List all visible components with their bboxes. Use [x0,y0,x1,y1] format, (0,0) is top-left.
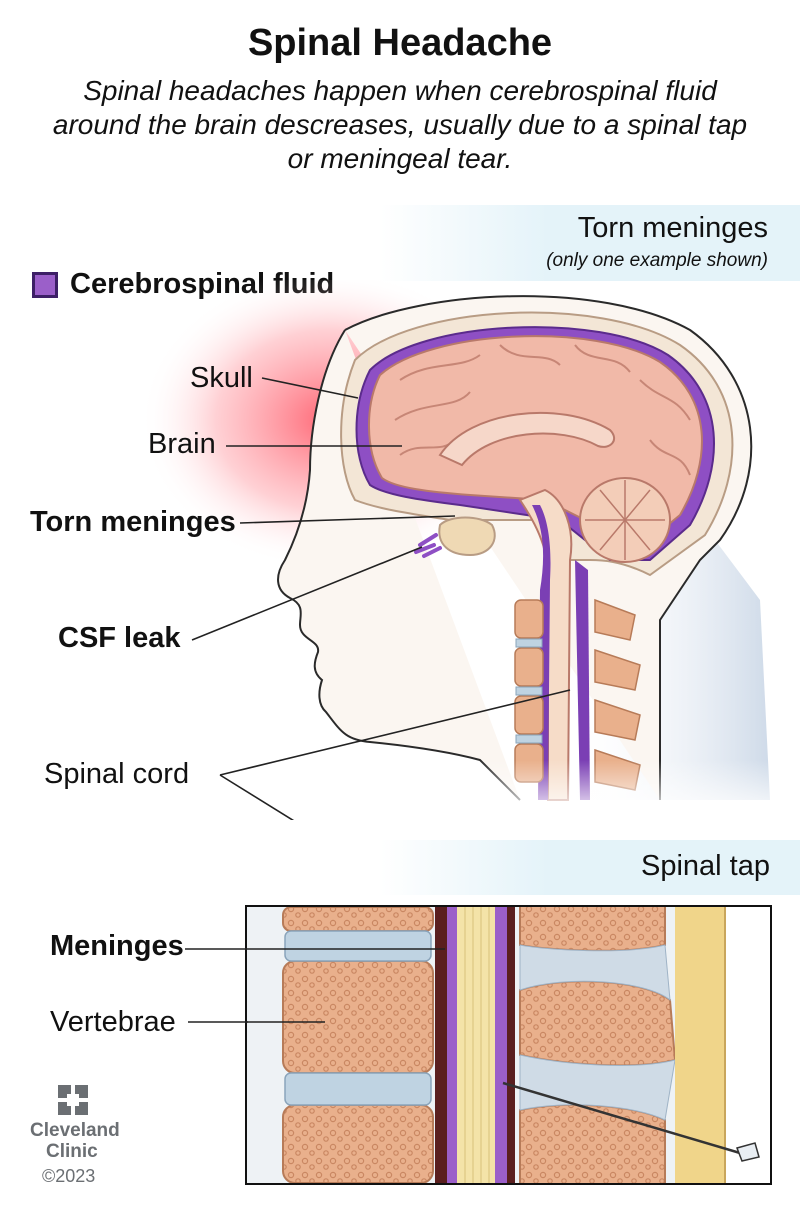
bottom-fade [300,760,800,820]
spinal-tap-inset [245,905,772,1185]
leader-lines [191,377,571,820]
copyright: ©2023 [42,1166,96,1186]
skin-layer [725,905,772,1185]
csf-space-right [495,905,507,1185]
csf-leak-label: CSF leak [58,622,181,654]
inset-border [245,905,772,1185]
skull-label: Skull [190,362,253,394]
csf-space-left [447,905,457,1185]
tap-section-title: Spinal tap [641,850,770,882]
ligaments [519,944,676,1121]
cleveland-clinic-logo-icon [58,1085,88,1115]
head-illustration [140,280,800,820]
corpus-callosum [438,411,616,467]
tap-section-band [380,840,800,895]
dura-layer [435,905,447,1185]
vertebrae-label: Vertebrae [50,1006,176,1038]
spinal-needle [502,1081,760,1162]
dura-layer-right [507,905,515,1185]
subcutaneous-fat [675,905,725,1185]
page-subtitle: Spinal headaches happen when cerebrospin… [52,75,748,174]
vertebral-bodies [282,906,434,1184]
intervertebral-discs [284,930,432,1106]
csf-legend-swatch [32,272,58,298]
logo-line1: Cleveland [30,1120,120,1141]
meninges-label: Meninges [50,930,184,962]
head-section-band [380,205,800,281]
head-section-title: Torn meninges [577,212,768,244]
sphenoid-bone [438,516,496,557]
spinal-cord-label: Spinal cord [44,758,190,790]
csf-leak-drops [414,533,442,558]
logo-line2: Clinic [46,1141,98,1162]
page-title: Spinal Headache [247,22,553,64]
torn-meninges-label: Torn meninges [30,506,236,538]
cerebellum-folds [585,480,665,560]
brain-label: Brain [148,428,216,460]
vertebrae-leader [188,1021,248,1023]
meninges-leader [185,948,247,950]
spinous-processes [519,905,677,1185]
cervical-discs [515,638,543,744]
csf-spinal-column-back [575,560,590,800]
head-section-note: (only one example shown) [546,250,768,271]
spinal-cord-fibers [464,905,490,1185]
